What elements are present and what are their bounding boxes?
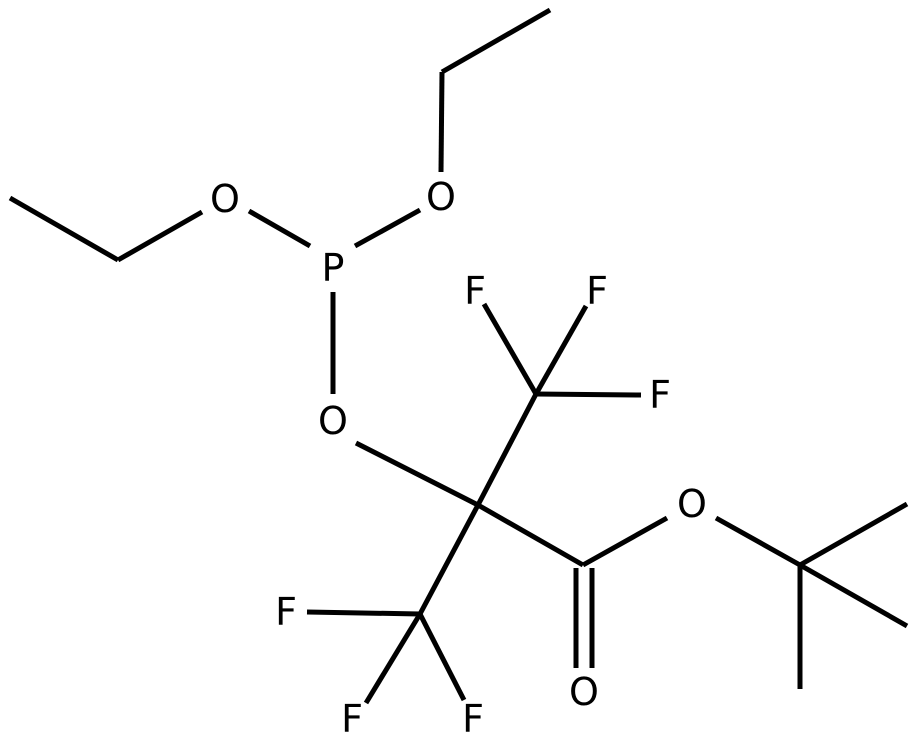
bond-tbu-methyl-1 (798, 501, 909, 568)
atom-fluorine-bottom-2: F (341, 697, 363, 741)
bond-c-cf3-top (475, 392, 539, 507)
bond-ethyl-top-ch3-ch2 (440, 7, 552, 75)
atom-fluorine-top-3: F (649, 373, 671, 417)
atom-oxygen-bridge: O (318, 399, 348, 443)
bond-o-bridge-c (354, 440, 480, 508)
bond-ethyl-left-ch2-o (116, 209, 204, 263)
bond-c-cf3-bottom (417, 503, 481, 616)
atom-fluorine-top-2: F (586, 269, 608, 313)
bond-carbonyl-c-o-ester (581, 515, 669, 568)
bond-cf3-top-f2 (533, 304, 589, 396)
atom-phosphorus: P (322, 246, 345, 290)
bond-cf3-bottom-f1 (306, 609, 421, 617)
atom-oxygen-ethyl-top: O (426, 175, 456, 219)
atom-oxygen-carbonyl: O (569, 670, 599, 714)
atom-fluorine-bottom-1: F (275, 590, 297, 634)
bond-ethyl-top-ch2-o (438, 71, 445, 173)
bond-o-ester-tbu (714, 515, 802, 568)
atom-fluorine-bottom-3: F (462, 697, 484, 741)
atom-fluorine-top-1: F (464, 269, 486, 313)
bond-c-carbonyl-c (476, 502, 585, 568)
bond-tbu-methyl-2 (798, 562, 909, 629)
bond-ethyl-left-ch3-ch2 (8, 195, 120, 263)
bond-o-left-p (247, 208, 312, 249)
bond-cf3-top-f3 (535, 391, 642, 398)
bond-cf3-bottom-f3 (417, 612, 467, 702)
atom-oxygen-ester: O (677, 482, 707, 526)
bond-cf3-bottom-f2 (363, 612, 423, 705)
atom-oxygen-ethyl-left: O (210, 177, 240, 221)
bond-o-top-p (353, 207, 422, 249)
bond-cf3-top-f1 (481, 302, 539, 396)
